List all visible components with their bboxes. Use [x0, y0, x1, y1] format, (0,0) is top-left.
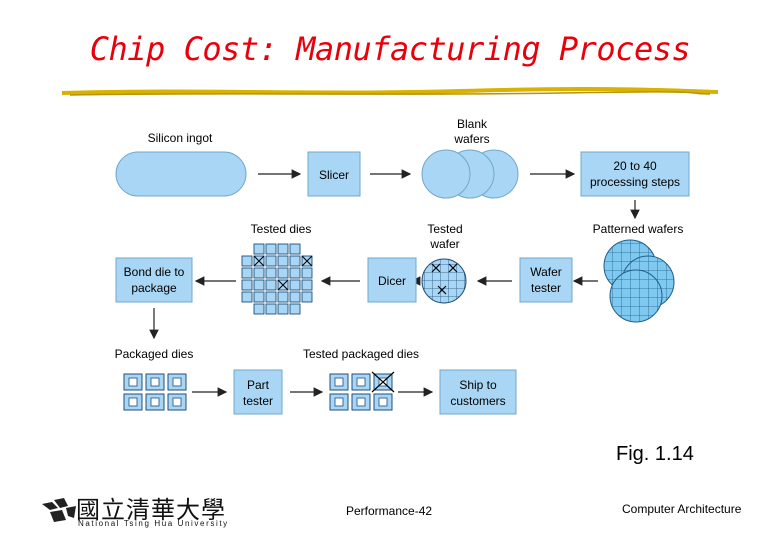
processing-label-1: 20 to 40	[613, 159, 657, 173]
patterned-wafer	[609, 269, 663, 323]
part-tester-label-1: Part	[247, 378, 270, 392]
tested-dies-label: Tested dies	[251, 222, 312, 236]
figure-label: Fig. 1.14	[616, 443, 694, 465]
slicer-label: Slicer	[319, 168, 349, 182]
ship-box	[439, 369, 517, 415]
packaged-dies-label: Packaged dies	[115, 347, 194, 361]
tested-packaged-dies-label: Tested packaged dies	[303, 347, 419, 361]
blank-wafer	[421, 149, 471, 199]
wafer-tester-label-2: tester	[531, 281, 561, 295]
course-name: Computer Architecture	[622, 502, 742, 516]
silicon-ingot	[115, 151, 247, 197]
dicer-label: Dicer	[378, 274, 406, 288]
processing-box	[580, 151, 690, 197]
title-underline	[61, 87, 719, 96]
blank-wafers-label-1: Blank	[457, 117, 488, 131]
part-tester-label-2: tester	[243, 394, 273, 408]
university-name-en: National Tsing Hua University	[78, 519, 229, 528]
slide-number: Performance-42	[346, 504, 433, 518]
tested-wafer-label-2: wafer	[429, 237, 459, 251]
tested-wafer-label-1: Tested	[427, 222, 462, 236]
tested-wafer	[421, 258, 467, 304]
university-name-cn: 國立清華大學	[76, 496, 226, 524]
slicer-box	[307, 151, 361, 197]
bond-box	[115, 257, 193, 303]
dicer-box	[367, 257, 417, 303]
slide-title: Chip Cost: Manufacturing Process	[89, 30, 691, 68]
silicon-ingot-label: Silicon ingot	[148, 131, 213, 145]
wafer-tester-box	[519, 257, 573, 303]
bond-label-2: package	[131, 281, 177, 295]
blank-wafers-label-2: wafers	[453, 132, 489, 146]
part-tester-box	[233, 369, 283, 415]
patterned-wafers-label: Patterned wafers	[593, 222, 684, 236]
university-logo-icon	[42, 498, 76, 522]
ship-label-2: customers	[450, 394, 505, 408]
wafer-tester-label-1: Wafer	[530, 265, 562, 279]
processing-label-2: processing steps	[590, 175, 680, 189]
tested-dies-cluster	[241, 243, 313, 315]
ship-label-1: Ship to	[459, 378, 497, 392]
bond-label-1: Bond die to	[124, 265, 185, 279]
